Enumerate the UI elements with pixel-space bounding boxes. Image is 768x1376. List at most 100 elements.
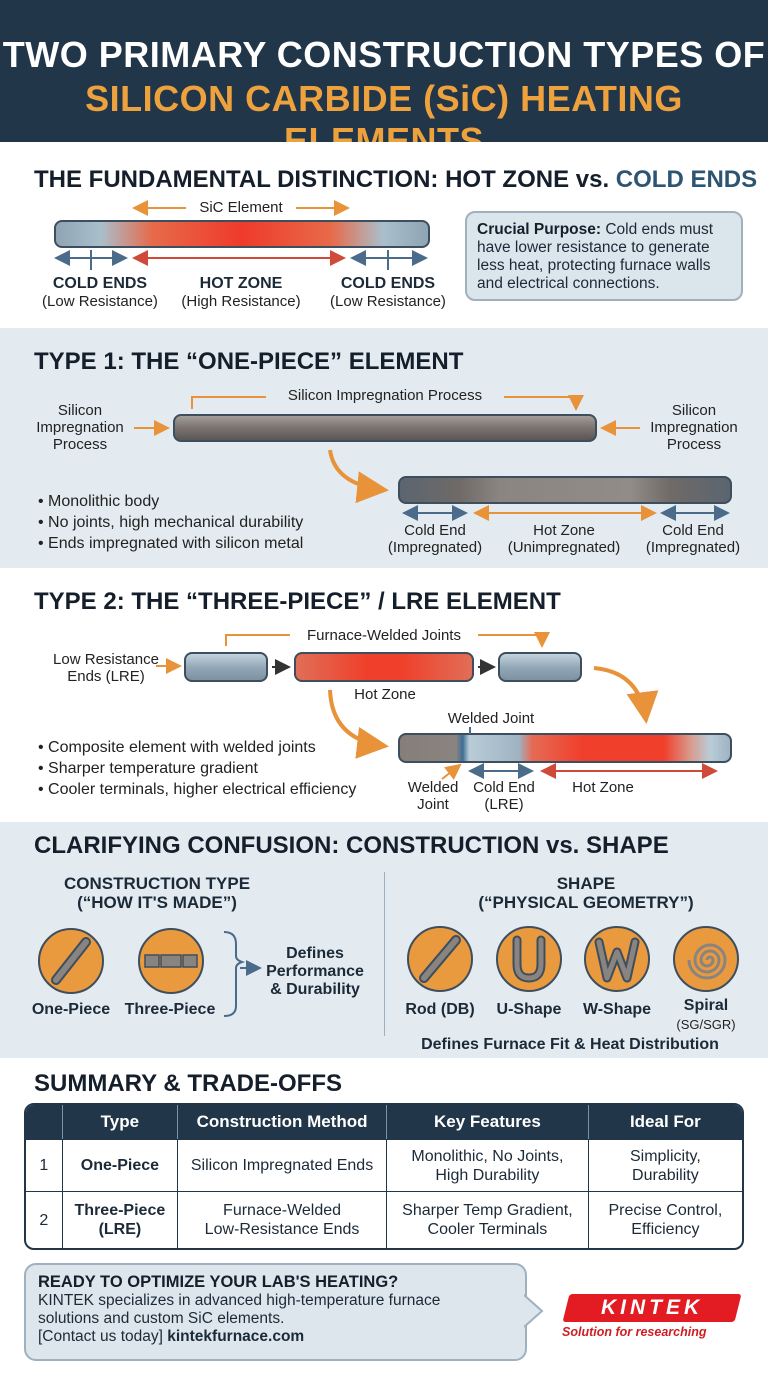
bullet-item: • Composite element with welded joints xyxy=(38,739,316,756)
process-right-line: Silicon xyxy=(671,402,717,419)
bullet-item: • Cooler terminals, higher electrical ef… xyxy=(38,781,357,798)
label-line: Cold End xyxy=(662,522,724,539)
cell-line: Simplicity, xyxy=(629,1147,701,1165)
label-line: Joint xyxy=(417,796,449,813)
construction-type-sub: (“HOW IT'S MADE”) xyxy=(77,893,237,912)
section-type1 xyxy=(0,328,768,568)
table-header-row: Type Construction Method Key Features Id… xyxy=(26,1105,742,1139)
cell-line: High Durability xyxy=(435,1166,540,1184)
lre-label: Low Resistance Ends (LRE) xyxy=(36,651,176,685)
clarify-divider xyxy=(384,872,385,1036)
rod-icon xyxy=(407,926,473,992)
label-line: Hot Zone xyxy=(533,522,595,539)
defines-fit-label: Defines Furnace Fit & Heat Distribution xyxy=(421,1036,719,1053)
hot-zone-title: HOT ZONE xyxy=(199,275,283,292)
label-line: (LRE) xyxy=(484,796,524,813)
label-line: Cold End xyxy=(404,522,466,539)
table-cell-method: Silicon Impregnated Ends xyxy=(178,1139,388,1191)
shape-title: SHAPE xyxy=(556,874,616,893)
bullet-text: Composite element with welded joints xyxy=(48,739,316,756)
table-cell-ideal: Simplicity,Durability xyxy=(588,1139,742,1191)
welded-joint-top-label: Welded Joint xyxy=(447,710,535,727)
summary-title: SUMMARY & TRADE-OFFS xyxy=(34,1070,342,1097)
cold-ends-right-title: COLD ENDS xyxy=(340,275,436,292)
process-right-line: Impregnation xyxy=(650,419,738,436)
one-piece-rod-impregnated xyxy=(398,476,732,504)
three-piece-assembled-rod xyxy=(398,733,732,763)
logo-text: KINTEK xyxy=(600,1296,704,1319)
process-left-line: Silicon xyxy=(57,402,103,419)
cta-box: READY TO OPTIMIZE YOUR LAB'S HEATING? KI… xyxy=(24,1263,527,1361)
hot-zone-unimpregnated-label: Hot Zone (Unimpregnated) xyxy=(500,522,628,556)
bullet-item: • No joints, high mechanical durability xyxy=(38,514,304,531)
label-line: & Durability xyxy=(270,981,360,998)
cold-end-left-label: Cold End (Impregnated) xyxy=(380,522,490,556)
cell-line: Durability xyxy=(632,1166,699,1184)
callout-text: Cold ends must have lower resistance to … xyxy=(477,221,714,292)
lre-piece-left xyxy=(184,652,268,682)
page-title-line2: SILICON CARBIDE (SiC) HEATING ELEMENTS xyxy=(85,78,683,161)
cell-line: (LRE) xyxy=(98,1221,142,1238)
cell-line: Efficiency xyxy=(631,1221,700,1238)
shape-sub: (“PHYSICAL GEOMETRY”) xyxy=(478,893,694,912)
table-header: Construction Method xyxy=(178,1105,388,1139)
summary-table: Type Construction Method Key Features Id… xyxy=(24,1103,744,1250)
bullet-item: • Monolithic body xyxy=(38,493,160,510)
shape-label-spiral: Spiral xyxy=(683,997,729,1014)
three-piece-label: Three-Piece xyxy=(124,1001,216,1018)
w-shape-icon xyxy=(584,926,650,992)
bullet-text: Monolithic body xyxy=(48,493,160,510)
process-left-line: Impregnation xyxy=(36,419,124,436)
table-header: Ideal For xyxy=(588,1105,742,1139)
callout-bold: Crucial Purpose: xyxy=(477,221,602,238)
one-piece-icon xyxy=(38,928,104,994)
spiral-icon xyxy=(673,926,739,992)
bullet-text: No joints, high mechanical durability xyxy=(48,514,304,531)
process-top-label: Silicon Impregnation Process xyxy=(287,387,483,404)
table-cell-num: 1 xyxy=(26,1139,63,1191)
cell-line: Cooler Terminals xyxy=(427,1221,548,1238)
cta-website-link[interactable]: kintekfurnace.com xyxy=(167,1328,305,1345)
label-line: Defines xyxy=(286,945,344,962)
label-line: Low Resistance xyxy=(53,651,159,668)
shape-label-u: U-Shape xyxy=(496,1001,562,1018)
bullet-text: Sharper temperature gradient xyxy=(48,760,258,777)
clarify-title: CLARIFYING CONFUSION: CONSTRUCTION vs. S… xyxy=(34,832,669,859)
cell-line: Sharper Temp Gradient, xyxy=(402,1202,573,1219)
lre-piece-right xyxy=(498,652,582,682)
cta-pointer-icon xyxy=(524,1294,544,1328)
cta-heading: READY TO OPTIMIZE YOUR LAB'S HEATING? xyxy=(38,1273,399,1291)
cell-line: Low-Resistance Ends xyxy=(204,1221,360,1238)
process-right-label: Silicon Impregnation Process xyxy=(636,402,752,453)
label-line: Welded xyxy=(407,779,459,796)
cta-line3: [Contact us today] kintekfurnace.com xyxy=(38,1328,513,1346)
sic-element-label: SiC Element xyxy=(199,199,283,216)
type1-bullets: • Monolithic body • No joints, high mech… xyxy=(38,491,303,554)
table-cell-type: One-Piece xyxy=(62,1139,179,1191)
table-cell-features: Monolithic, No Joints,High Durability xyxy=(387,1139,589,1191)
crucial-purpose-callout: Crucial Purpose: Cold ends must have low… xyxy=(465,211,743,301)
bullet-text: Cooler terminals, higher electrical effi… xyxy=(48,781,357,798)
table-header: Type xyxy=(62,1105,179,1139)
table-cell-num: 2 xyxy=(26,1191,63,1248)
table-cell-features: Sharper Temp Gradient, Cooler Terminals xyxy=(387,1191,589,1248)
hot-zone-label: Hot Zone xyxy=(354,686,416,703)
label-line: (Impregnated) xyxy=(387,539,483,556)
table-cell-type: Three-Piece (LRE) xyxy=(62,1191,179,1248)
title-accent: COLD ENDS xyxy=(615,166,758,193)
cell-line: Three-Piece xyxy=(74,1202,166,1219)
sic-element-rod xyxy=(54,220,430,248)
bullet-text: Ends impregnated with silicon metal xyxy=(48,535,304,552)
cta-contact-prefix: [Contact us today] xyxy=(38,1328,163,1345)
type2-bullets: • Composite element with welded joints •… xyxy=(38,737,356,800)
page-header: TWO PRIMARY CONSTRUCTION TYPES OF SILICO… xyxy=(0,0,768,161)
furnace-welded-joints-label: Furnace-Welded Joints xyxy=(307,627,461,644)
shape-label-rod: Rod (DB) xyxy=(405,1001,475,1018)
cold-ends-right-sub: (Low Resistance) xyxy=(330,293,446,310)
table-header xyxy=(26,1105,63,1139)
three-piece-icon xyxy=(138,928,204,994)
one-piece-rod-raw xyxy=(173,414,597,442)
hot-zone-sub: (High Resistance) xyxy=(181,293,301,310)
